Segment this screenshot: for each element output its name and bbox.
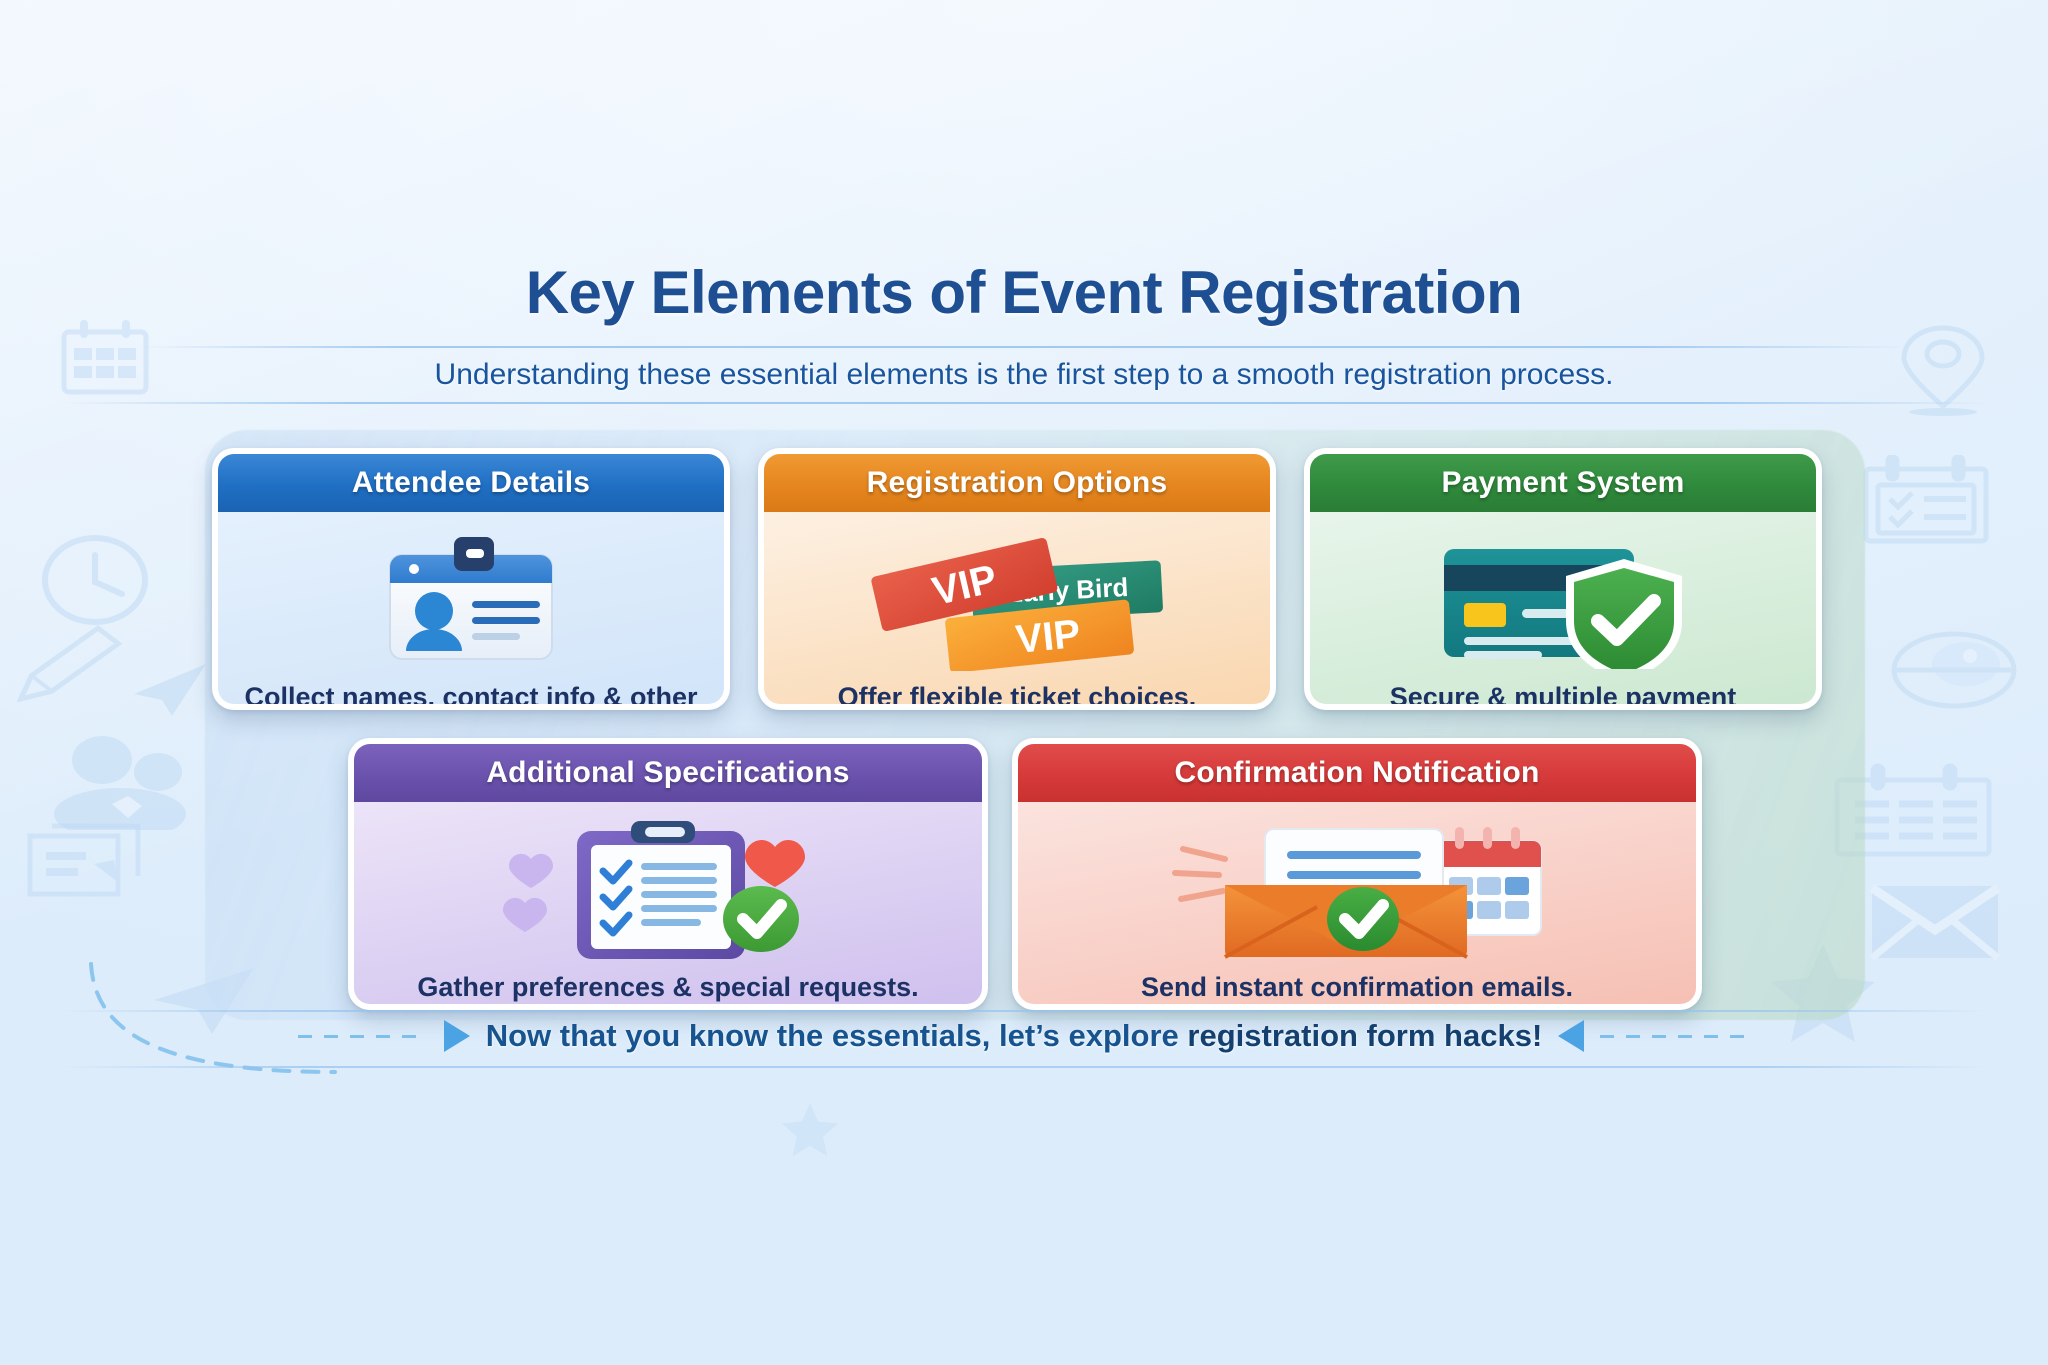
tickets-icon: Early Bird VIP VIP bbox=[764, 526, 1270, 676]
credit-card-shield-icon bbox=[1310, 526, 1816, 676]
divider-bottom bbox=[60, 402, 1988, 404]
clipboard-checklist-icon bbox=[354, 816, 982, 966]
footer-divider-top bbox=[60, 1010, 1988, 1012]
card-title: Payment System bbox=[1310, 454, 1816, 512]
page-subtitle: Understanding these essential elements i… bbox=[434, 358, 1614, 391]
page-title: Key Elements of Event Registration bbox=[525, 259, 1523, 326]
card-additional-specifications[interactable]: Additional Specifications bbox=[348, 738, 988, 1010]
footer-divider-bottom bbox=[60, 1066, 1988, 1068]
envelope-calendar-icon bbox=[1018, 816, 1696, 966]
footer-text-normal: Now that you know the essentials, let’s … bbox=[485, 1018, 1188, 1053]
card-title: Confirmation Notification bbox=[1018, 744, 1696, 802]
play-triangle-left-icon bbox=[1558, 1020, 1585, 1052]
id-badge-icon bbox=[218, 526, 724, 676]
card-description: Send instant confirmation emails. bbox=[1140, 972, 1574, 1002]
footer-dash-right bbox=[1600, 1034, 1751, 1038]
card-description: Secure & multiple payment gateways. bbox=[1389, 682, 1737, 704]
card-attendee-details[interactable]: Attendee Details bbox=[212, 448, 730, 710]
divider-top bbox=[140, 346, 1908, 348]
play-triangle-right-icon bbox=[443, 1020, 470, 1052]
card-payment-system[interactable]: Payment System bbox=[1304, 448, 1822, 710]
footer-text: Now that you know the essentials, let’s … bbox=[486, 1018, 1543, 1054]
footer-callout: Now that you know the essentials, let’s … bbox=[0, 1018, 2048, 1054]
svg-text:VIP: VIP bbox=[1014, 612, 1083, 662]
card-description: Gather preferences & special requests. bbox=[417, 972, 919, 1002]
card-description: Collect names, contact info & other key … bbox=[244, 682, 698, 704]
card-title: Registration Options bbox=[764, 454, 1270, 512]
card-confirmation-notification[interactable]: Confirmation Notification bbox=[1012, 738, 1702, 1010]
card-registration-options[interactable]: Registration Options bbox=[758, 448, 1276, 710]
card-description: Offer flexible ticket choices. bbox=[837, 682, 1197, 704]
card-title: Attendee Details bbox=[218, 454, 724, 512]
footer-dash-left bbox=[297, 1034, 428, 1038]
card-title: Additional Specifications bbox=[354, 744, 982, 802]
footer-text-bold: registration form hacks! bbox=[1187, 1018, 1543, 1053]
